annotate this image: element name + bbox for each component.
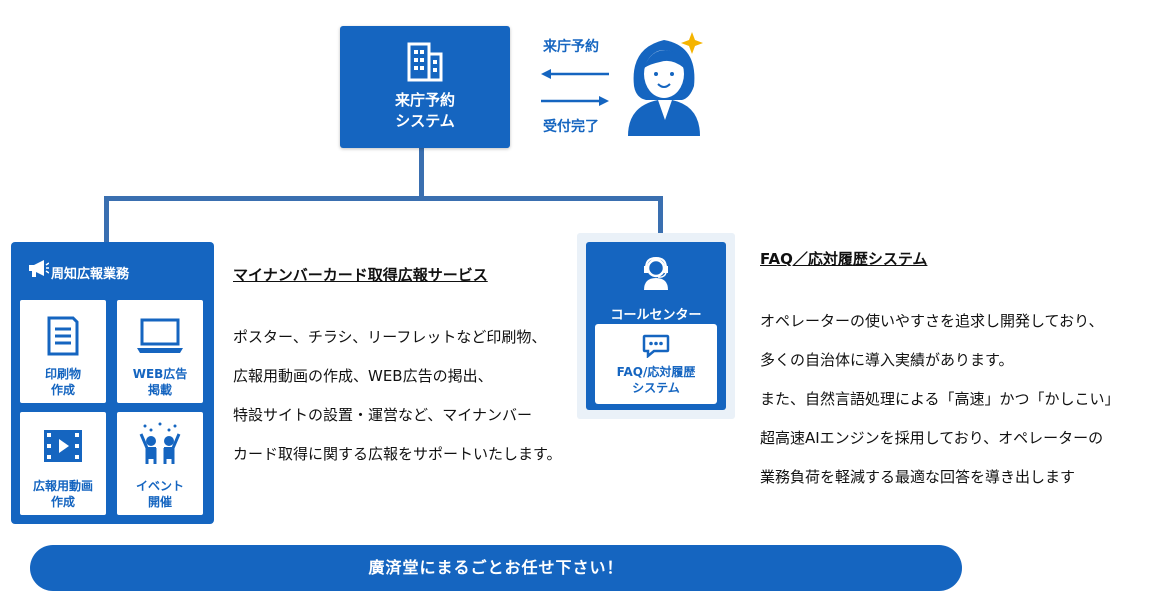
bottom-banner: 廣済堂にまるごとお任せ下さい！ (30, 545, 962, 591)
connector-vertical-main (419, 148, 424, 200)
connector-right-drop (658, 196, 663, 234)
system-title-line2: システム (395, 112, 455, 130)
arrow-top-label: 来庁予約 (543, 39, 599, 55)
tile-video-label-1: 広報用動画 (32, 479, 93, 493)
faq-line-5: 業務負荷を軽減する最適な回答を導き出します (760, 467, 1076, 486)
tile-video: 広報用動画作成 (20, 412, 106, 515)
document-icon (47, 316, 79, 356)
system-title: 来庁予約 システム (340, 90, 510, 132)
event-people-icon (139, 422, 181, 464)
faq-line-3: また、自然言語処理による「高速」かつ「かしこい」 (760, 389, 1120, 408)
chat-bubble-icon (642, 334, 670, 358)
mynumber-description: ポスター、チラシ、リーフレットなど印刷物、 広報用動画の作成、WEB広告の掲出、… (233, 308, 578, 484)
tile-event-label-1: イベント (135, 479, 184, 493)
arrow-right-icon (541, 96, 609, 106)
tile-video-label-2: 作成 (50, 495, 75, 509)
operator-headset-icon (644, 256, 668, 290)
faq-line-2: 多くの自治体に導入実績があります。 (760, 350, 1014, 369)
pr-panel-header: 周知広報業務 (51, 267, 130, 282)
tile-print-label-1: 印刷物 (44, 367, 81, 381)
reservation-system-box: 来庁予約 システム (340, 26, 510, 148)
mynumber-line-1: ポスター、チラシ、リーフレットなど印刷物、 (233, 327, 547, 346)
callcenter-panel: コールセンター FAQ/応対履歴 システム (577, 233, 735, 419)
faq-system-box: FAQ/応対履歴 システム (595, 324, 717, 404)
arrow-bottom-label: 受付完了 (543, 119, 599, 135)
video-icon (44, 430, 82, 462)
connector-left-drop (104, 196, 109, 244)
mynumber-line-4: カード取得に関する広報をサポートいたします。 (233, 444, 562, 463)
tile-event: イベント開催 (117, 412, 203, 515)
callcenter-inner: コールセンター FAQ/応対履歴 システム (586, 242, 726, 410)
tile-web-ad: WEB広告掲載 (117, 300, 203, 403)
faq-line-1: オペレーターの使いやすさを追求し開発しており、 (760, 311, 1104, 330)
callcenter-header: コールセンター (610, 308, 702, 323)
faq-heading: FAQ／応対履歴システム (760, 250, 928, 268)
faq-box-line2: システム (632, 381, 680, 395)
operator-woman-icon (628, 32, 703, 136)
tile-print: 印刷物作成 (20, 300, 106, 403)
mynumber-line-2: 広報用動画の作成、WEB広告の掲出、 (233, 366, 493, 385)
connector-horizontal (104, 196, 663, 201)
mynumber-line-3: 特設サイトの設置・運営など、マイナンバー (233, 405, 532, 424)
tile-web-ad-label-2: 掲載 (147, 383, 172, 397)
mynumber-heading: マイナンバーカード取得広報サービス (233, 266, 488, 284)
faq-description: オペレーターの使いやすさを追求し開発しており、 多くの自治体に導入実績があります… (760, 292, 1140, 507)
system-title-line1: 来庁予約 (394, 91, 455, 109)
laptop-icon (137, 318, 183, 353)
tile-web-ad-label-1: WEB広告 (132, 367, 188, 381)
building-icon (407, 42, 443, 82)
faq-box-line1: FAQ/応対履歴 (616, 365, 696, 379)
arrow-left-icon (541, 69, 609, 79)
tile-event-label-2: 開催 (147, 495, 172, 509)
pr-work-panel: 周知広報業務 印刷物作成 WEB広告掲載 広報用動画作成 (11, 242, 214, 524)
tile-print-label-2: 作成 (50, 383, 75, 397)
faq-line-4: 超高速AIエンジンを採用しており、オペレーターの (760, 428, 1104, 447)
megaphone-icon (29, 260, 49, 277)
